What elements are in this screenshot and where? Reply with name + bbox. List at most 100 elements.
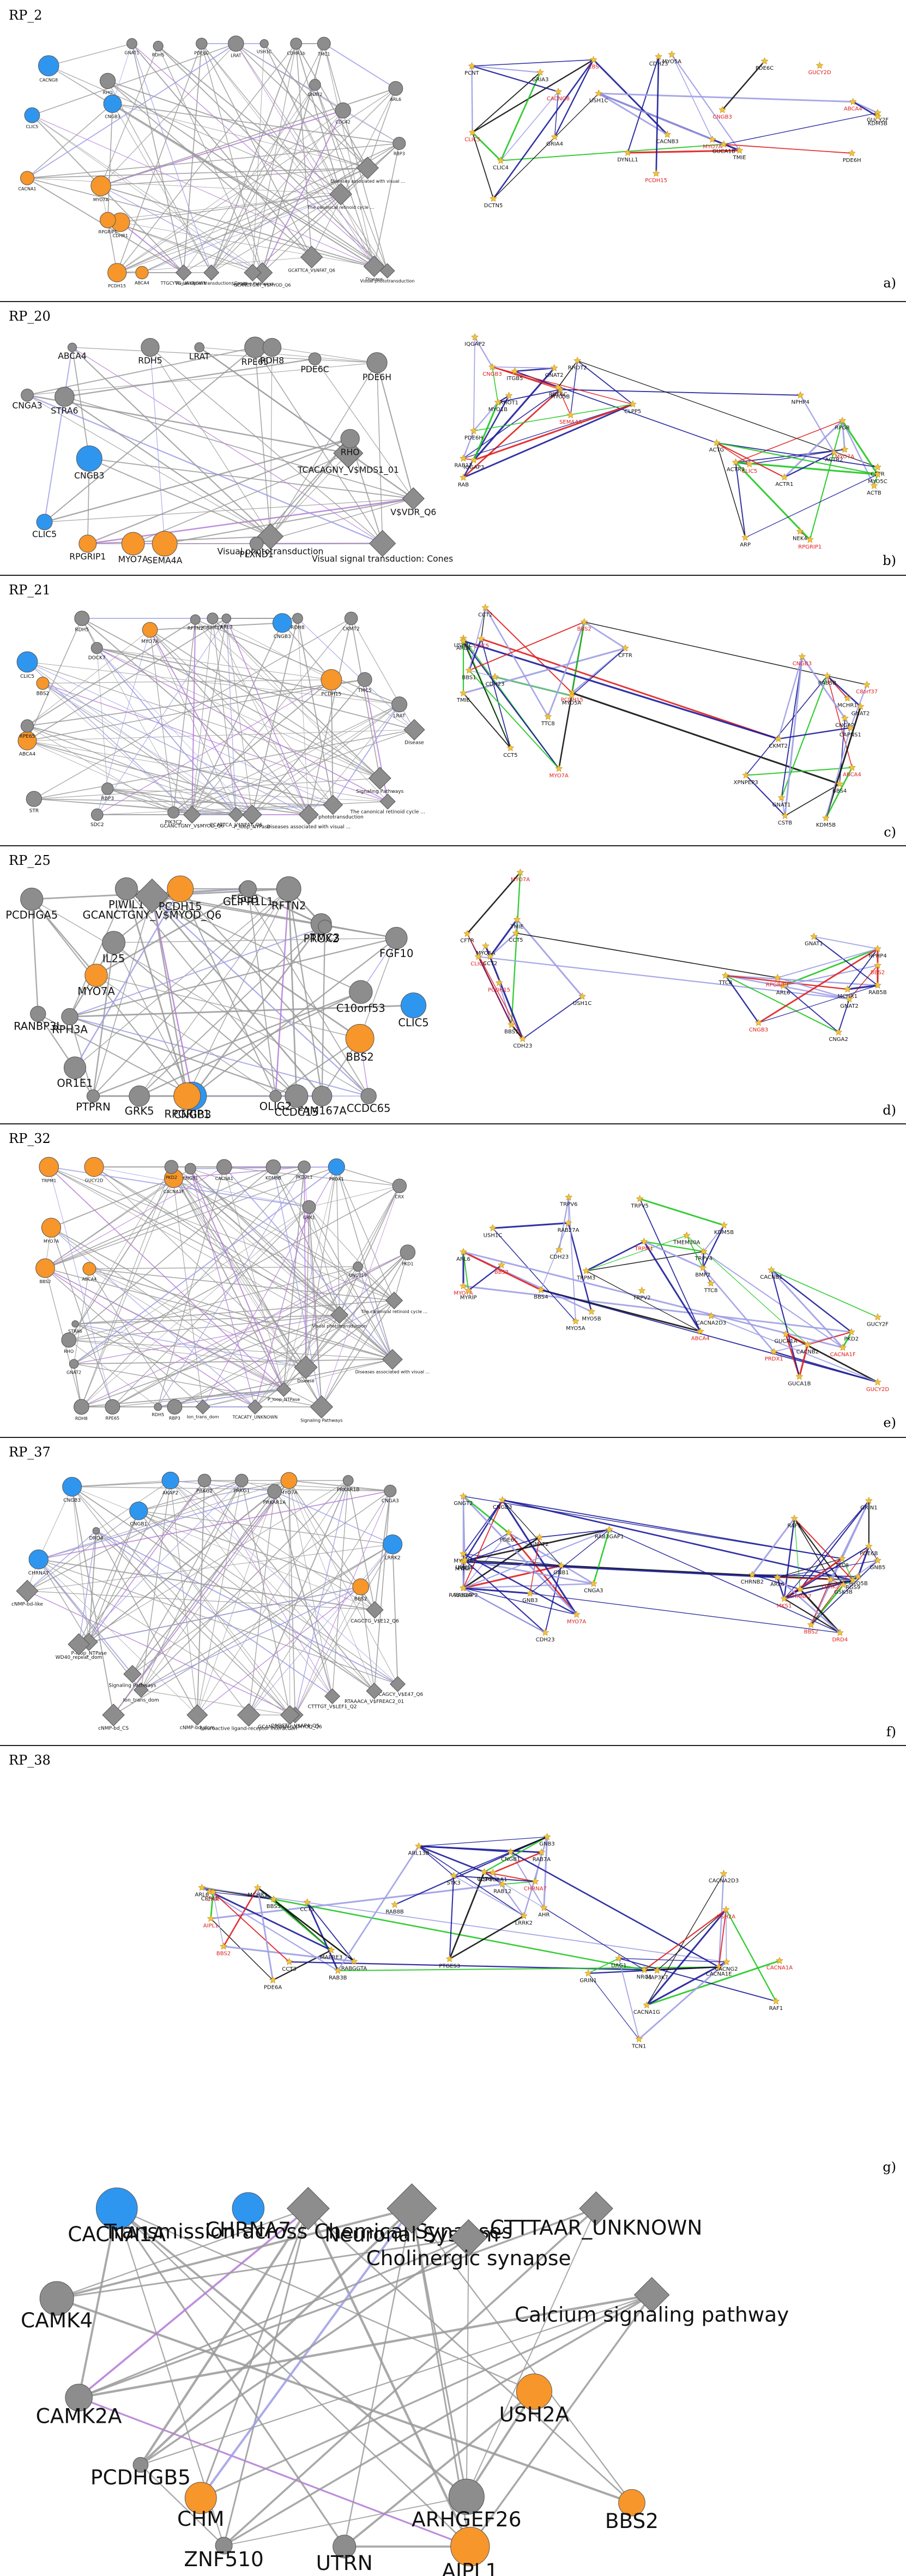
node-rab5b[interactable]: RAB5B — [818, 672, 837, 687]
node-myo5c[interactable]: MYO5C — [868, 470, 887, 485]
node-arl6[interactable]: ARL6 — [456, 1248, 470, 1262]
node-rab5b[interactable]: RAB5B — [868, 981, 887, 996]
node-ptprn[interactable]: PTPRN — [76, 1089, 111, 1114]
node-rho[interactable]: RHO — [61, 1332, 77, 1354]
node-chrna7[interactable]: CHRNA7 — [524, 1877, 547, 1892]
node-cdh23[interactable]: CDH23 — [513, 1034, 532, 1050]
node-p-loop-ntpase[interactable]: P_loop_NTPase — [268, 1382, 300, 1402]
node-trpm3[interactable]: TRPM3 — [576, 1267, 595, 1281]
node-ahr[interactable]: AHR — [538, 1904, 549, 1918]
node-gnat2[interactable]: GNAT2 — [307, 79, 322, 97]
node-rpe65[interactable]: RPE65 — [105, 1399, 120, 1421]
node-diseases-associated-with-visual[interactable]: Diseases associated with visual ... — [330, 157, 405, 184]
node-drd4[interactable]: DRD4 — [89, 1527, 104, 1542]
node-rab7a[interactable]: RAB7A — [533, 1848, 551, 1863]
node-cngb3[interactable]: CNGB3 — [62, 1477, 82, 1503]
node-visual-phototransduction[interactable]: Visual phototransduction — [312, 1305, 367, 1329]
node-cngb3[interactable]: CNGB3 — [272, 613, 292, 640]
node-cct2[interactable]: CCT2 — [483, 952, 497, 967]
node-hsp90aa1[interactable]: HSP90AA1 — [479, 1868, 508, 1883]
node-chrna7[interactable]: CHRNA7 — [28, 1549, 49, 1576]
node-gcanctgny-v-myod-q6[interactable]: GCANCTGNY_V$MYOD_Q6 — [234, 262, 291, 288]
node-v-vdr-q6[interactable]: V$VDR_Q6 — [390, 487, 436, 517]
node-tcacaty-unknown[interactable]: TCACATY_UNKNOWN — [232, 1399, 277, 1420]
node-cngb1[interactable]: CNGB1 — [501, 1848, 520, 1863]
node-ush1c[interactable]: USH1C — [573, 992, 592, 1007]
node-myo1b[interactable]: MYO1B — [488, 398, 508, 413]
node-piwil1[interactable]: PIWIL1 — [108, 877, 144, 911]
node-prkar1a[interactable]: PRKAR1A — [263, 1484, 287, 1506]
node-gnat1[interactable]: GNAT1 — [772, 793, 791, 808]
node-arp[interactable]: ARP — [740, 533, 751, 548]
node-itgb5[interactable]: ITGB5 — [506, 367, 523, 382]
node-trpv2[interactable]: TRPV2 — [632, 1286, 651, 1301]
node-gnat2[interactable]: GNAT2 — [840, 995, 859, 1010]
node-pde6b[interactable]: PDE6B — [860, 1542, 878, 1557]
node-calcium-signaling-pathway[interactable]: Calcium signaling pathway — [515, 2277, 789, 2327]
node-cngb3[interactable]: CNGB3 — [103, 94, 122, 119]
node-cngb3[interactable]: CNGB3 — [712, 106, 732, 121]
node-rab8b[interactable]: RAB8B — [385, 1900, 404, 1915]
node-cacng8[interactable]: CACNG8 — [38, 55, 59, 83]
node-chm[interactable]: CHM — [177, 2482, 225, 2531]
node-iqgap3[interactable]: IQGAP3 — [463, 456, 484, 471]
node-ttc8[interactable]: TTC8 — [541, 712, 555, 727]
node-cnga2[interactable]: CNGA2 — [835, 714, 855, 729]
node-rdh8[interactable]: RDH8 — [73, 1399, 89, 1421]
node-bbs1[interactable]: BBS1 — [462, 666, 476, 681]
node-the-canonical-retinoid-cycle[interactable]: The canonical retinoid cycle ... — [360, 1291, 427, 1314]
node-myo7a[interactable]: MYO7A — [703, 135, 722, 150]
node-pcdh15[interactable]: PCDH15 — [645, 169, 667, 184]
node-lrrk2[interactable]: LRRK2 — [515, 1912, 533, 1927]
node-fam167a[interactable]: FAM167A — [298, 1086, 347, 1117]
node-ush1c[interactable]: USH1C — [589, 89, 608, 104]
node-wd40-repeat-dom[interactable]: WD40_repeat_dom — [56, 1633, 102, 1660]
node-transmission-across-chemical-synapses[interactable]: Transmission across Chemical Synapses — [104, 2187, 512, 2243]
node-cbs[interactable]: CBS — [588, 56, 599, 70]
node-rpe65[interactable]: RPE65 — [20, 719, 35, 739]
node-cacna1a[interactable]: CACNA1A — [68, 2187, 166, 2246]
node-trpv5[interactable]: TRPV5 — [631, 1195, 649, 1209]
node-kdm5b[interactable]: KDM5B — [816, 814, 836, 829]
node-bbs2[interactable]: BBS2 — [494, 1261, 509, 1276]
node-clic5[interactable]: CLIC5 — [473, 635, 489, 649]
node-rdh5[interactable]: RDH5 — [152, 1403, 164, 1417]
node-pkd2[interactable]: PKD2 — [164, 1160, 179, 1180]
node-chrna7[interactable]: CHRNA7 — [206, 2192, 292, 2242]
node-rab3b[interactable]: RAB3B — [329, 1966, 347, 1981]
node-cnga2[interactable]: CNGA2 — [829, 1028, 848, 1043]
node-gucy2d[interactable]: GUCY2D — [866, 1378, 889, 1393]
node-plxnd1[interactable]: PLXND1 — [239, 537, 274, 559]
node-myo5a[interactable]: MYO5A — [562, 691, 581, 706]
node-znf510[interactable]: ZNF510 — [184, 2537, 264, 2571]
node-rab[interactable]: RAB — [458, 473, 469, 488]
node-lrrk2[interactable]: LRRK2 — [822, 1575, 839, 1590]
node-cagctg-v-e12-q6[interactable]: CAGCTG_V$E12_Q6 — [351, 1601, 399, 1624]
node-cngb1[interactable]: CNGB1 — [183, 1163, 198, 1181]
node-cdh23[interactable]: CDH23 — [649, 52, 668, 67]
node-bbs2[interactable]: BBS2 — [216, 1942, 231, 1957]
node-guca1a[interactable]: GUCA1A — [774, 1330, 798, 1345]
node-chrnb2[interactable]: CHRNB2 — [741, 1570, 764, 1585]
node-pkd2[interactable]: PKD2 — [844, 1328, 859, 1343]
node-diseases-associated-with-visual[interactable]: Diseases associated with visual ... — [267, 804, 351, 830]
node-gnat2[interactable]: GNAT2 — [545, 364, 564, 379]
node-ush2a[interactable]: USH2A — [499, 2373, 570, 2426]
node-rbp3[interactable]: RBP3 — [167, 1399, 183, 1421]
node-ttgcytg-unknown[interactable]: TTGCYTG_UNKNOWN — [160, 264, 207, 286]
node-trpv6[interactable]: TRPV6 — [559, 1193, 577, 1208]
node-rpgr[interactable]: RPGR — [835, 417, 850, 431]
node-ctttgt-v-lef1-q2[interactable]: CTTTGT_V$LEF1_Q2 — [308, 1688, 357, 1710]
node-abca4[interactable]: ABCA4 — [691, 1327, 710, 1342]
node-pcdh15[interactable]: PCDH15 — [107, 263, 127, 288]
node-abca4[interactable]: ABCA4 — [135, 266, 149, 286]
node-cacna1a[interactable]: CACNA1A — [766, 1957, 793, 1971]
node-ccdc15[interactable]: CCDC15 — [275, 1084, 319, 1118]
node-myo7a[interactable]: MYO7A — [118, 532, 148, 564]
node-pcdhgb5[interactable]: PCDHGB5 — [90, 2457, 191, 2489]
node-myo5a[interactable]: MYO5A — [662, 50, 681, 65]
node-gnat2[interactable]: GNAT2 — [851, 702, 870, 717]
node-cdc42[interactable]: CDC42 — [335, 102, 351, 125]
node-visual-phototransduction[interactable]: Visual phototransduction — [218, 523, 324, 557]
node-cnga3[interactable]: CNGA3 — [584, 1579, 603, 1594]
